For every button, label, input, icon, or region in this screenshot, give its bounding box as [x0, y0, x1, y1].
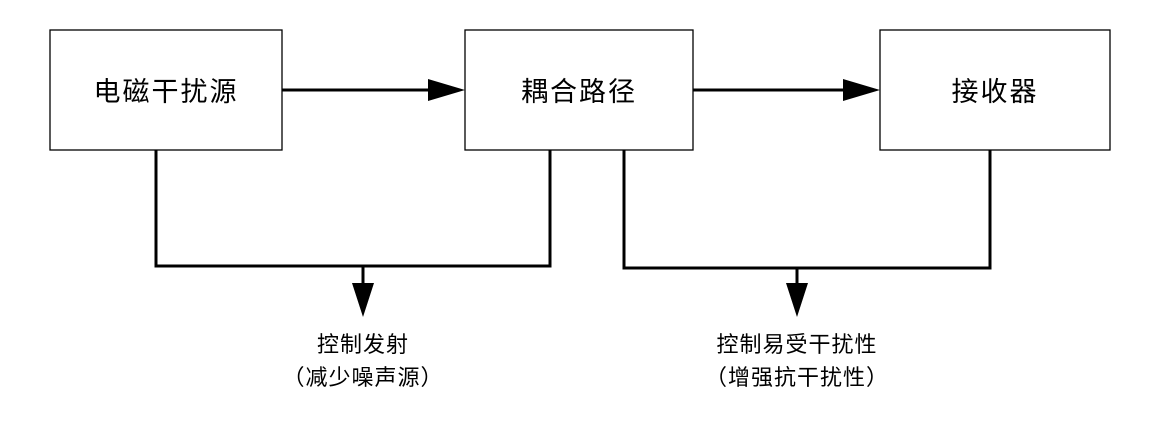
- susceptibility-control-label: 控制易受干扰性: [716, 333, 877, 358]
- arrow-source-to-path: [282, 79, 465, 101]
- coupling-path-block: 耦合路径: [464, 29, 694, 151]
- emission-control-label: 控制发射: [317, 333, 409, 358]
- receiver-block: 接收器: [879, 29, 1111, 151]
- receiver-block-label: 接收器: [952, 77, 1039, 108]
- susceptibility-control-sublabel: （增强抗干扰性）: [705, 366, 889, 391]
- susceptibility-control-connector: [622, 150, 992, 317]
- emission-control-connector: [154, 150, 552, 317]
- coupling-path-block-label: 耦合路径: [521, 77, 637, 108]
- arrow-path-to-receiver-head: [843, 79, 880, 101]
- arrow-path-to-receiver: [693, 79, 880, 101]
- emission-arrow-head: [352, 283, 374, 317]
- susceptibility-bracket-line: [622, 150, 992, 270]
- emission-bracket-line: [154, 150, 552, 268]
- arrow-source-to-path-head: [428, 79, 465, 101]
- source-block: 电磁干扰源: [49, 29, 283, 151]
- source-block-label: 电磁干扰源: [94, 77, 239, 108]
- emission-control-sublabel: （减少噪声源）: [282, 366, 443, 391]
- susceptibility-arrow-head: [786, 283, 808, 317]
